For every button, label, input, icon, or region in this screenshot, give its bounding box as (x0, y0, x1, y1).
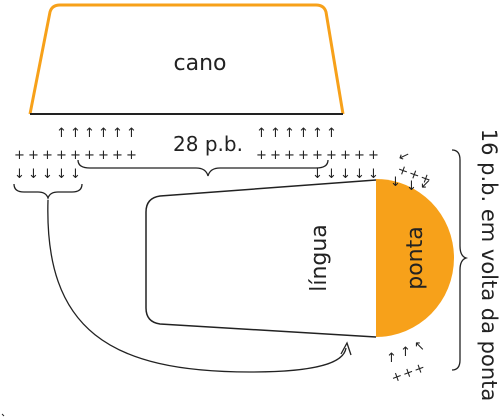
lingua-label: língua (307, 224, 332, 292)
svg-text:+: + (340, 148, 351, 163)
plus-row: + + + + + + + + + + + + + + + + + + (14, 148, 379, 163)
svg-text:+: + (389, 369, 404, 387)
svg-text:+: + (412, 360, 427, 378)
tip-top-stitches: + + + ↙ ↓ ↙ ↓ (390, 148, 433, 194)
svg-text:+: + (84, 148, 95, 163)
svg-text:↓: ↓ (326, 167, 337, 182)
svg-text:+: + (368, 148, 379, 163)
svg-text:+: + (42, 148, 53, 163)
arrows-down-left: ↓ ↓ ↓ ↓ ↓ (14, 167, 81, 182)
svg-text:↑: ↑ (270, 126, 281, 141)
svg-text:↑: ↑ (56, 126, 67, 141)
corner-tick (1, 413, 5, 417)
svg-text:↑: ↑ (312, 126, 323, 141)
arrows-up-right: ↑ ↑ ↑ ↑ ↑ ↑ (256, 126, 337, 141)
ponta-shape (376, 179, 454, 337)
svg-text:↙: ↙ (420, 177, 431, 192)
svg-text:↓: ↓ (42, 167, 53, 182)
svg-text:↓: ↓ (390, 175, 401, 190)
svg-text:+: + (406, 166, 421, 184)
svg-text:↑: ↑ (256, 126, 267, 141)
svg-text:+: + (56, 148, 67, 163)
svg-text:+: + (326, 148, 337, 163)
svg-text:↑: ↑ (70, 126, 81, 141)
svg-text:+: + (418, 170, 433, 188)
svg-text:↑: ↑ (298, 126, 309, 141)
svg-text:↙: ↙ (396, 148, 411, 166)
svg-text:↑: ↑ (84, 126, 95, 141)
stitches-28-label: 28 p.b. (173, 132, 243, 156)
svg-text:+: + (284, 148, 295, 163)
svg-text:+: + (28, 148, 39, 163)
svg-text:↑: ↑ (126, 126, 137, 141)
svg-text:+: + (312, 148, 323, 163)
svg-text:↑: ↑ (284, 126, 295, 141)
brace-28 (77, 159, 329, 177)
svg-text:↓: ↓ (354, 167, 365, 182)
svg-text:↓: ↓ (14, 167, 25, 182)
svg-text:+: + (126, 148, 137, 163)
lingua-shape (145, 179, 377, 338)
arrows-down-right: ↓ ↓ ↓ ↓ ↓ (312, 167, 379, 182)
svg-text:↓: ↓ (28, 167, 39, 182)
svg-text:+: + (354, 148, 365, 163)
brace-left (13, 183, 83, 201)
svg-text:+: + (298, 148, 309, 163)
svg-text:+: + (401, 364, 416, 382)
curved-arrow-head (340, 341, 352, 356)
svg-text:↑: ↑ (98, 126, 109, 141)
brace-right (451, 149, 469, 371)
around-tip-label: 16 p.b. em volta da ponta (477, 129, 501, 402)
curved-arrow (47, 199, 347, 373)
svg-text:+: + (112, 148, 123, 163)
svg-text:+: + (395, 162, 410, 180)
svg-text:+: + (256, 148, 267, 163)
svg-text:↓: ↓ (340, 167, 351, 182)
svg-text:↓: ↓ (406, 179, 417, 194)
svg-text:↑: ↑ (112, 126, 123, 141)
svg-text:↖: ↖ (414, 339, 425, 354)
svg-text:↓: ↓ (70, 167, 81, 182)
svg-text:+: + (270, 148, 281, 163)
svg-text:+: + (70, 148, 81, 163)
ponta-label: ponta (403, 226, 428, 289)
svg-text:↓: ↓ (312, 167, 323, 182)
svg-text:↑: ↑ (386, 351, 397, 366)
svg-text:↑: ↑ (400, 345, 411, 360)
arrows-up-left: ↑ ↑ ↑ ↑ ↑ ↑ (56, 126, 137, 141)
svg-text:+: + (98, 148, 109, 163)
cano-shape (28, 3, 345, 115)
cano-label: cano (174, 51, 227, 76)
tip-bottom-stitches: ↑ ↑ ↖ + + + (386, 339, 427, 386)
svg-text:+: + (14, 148, 25, 163)
svg-text:↑: ↑ (326, 126, 337, 141)
svg-text:↓: ↓ (368, 167, 379, 182)
svg-text:↓: ↓ (56, 167, 67, 182)
